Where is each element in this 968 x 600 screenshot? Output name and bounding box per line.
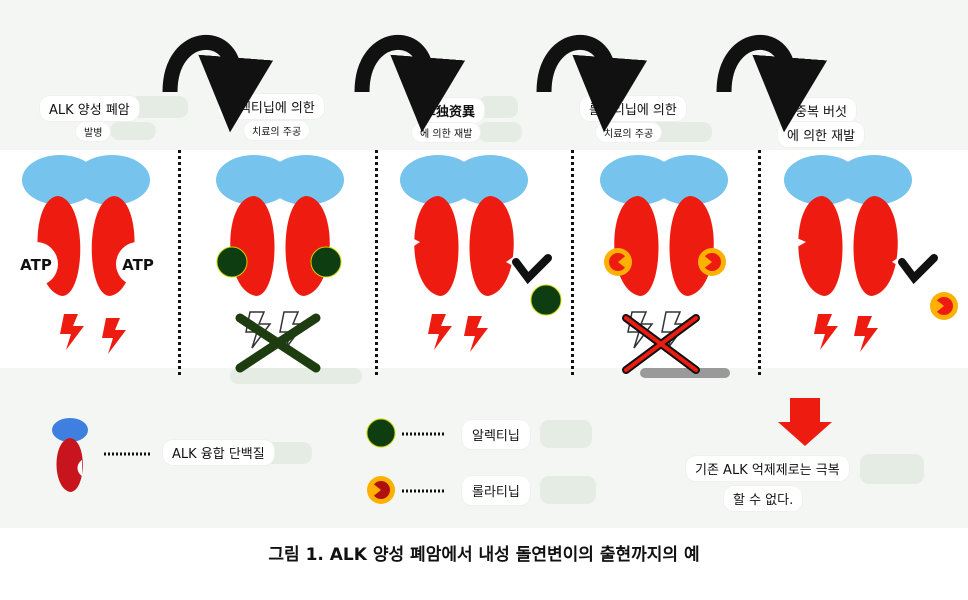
label-shadow — [230, 368, 362, 384]
label-shadow — [860, 454, 924, 484]
down-arrow — [778, 398, 832, 446]
figure-caption: 그림 1. ALK 양성 폐암에서 내성 돌연변이의 출현까지의 예 — [268, 545, 700, 565]
stage-4-protein — [600, 155, 728, 374]
legend-alectinib-label: 알렉티닙 — [462, 420, 530, 449]
stage-divider — [178, 150, 181, 375]
label-shadow — [478, 96, 518, 118]
stage-divider — [758, 150, 761, 375]
atp-label: ATP — [20, 256, 52, 274]
progression-arrow-4 — [716, 35, 828, 133]
progression-arrow-2 — [354, 35, 466, 133]
atp-label: ATP — [122, 256, 154, 274]
legend-fusion-protein-label: ALK 융합 단백질 — [163, 440, 274, 465]
stage-divider — [375, 150, 378, 375]
label-shadow — [262, 442, 312, 464]
label-shadow — [650, 122, 712, 142]
stage-1-subtitle: 발병 — [76, 122, 111, 141]
label-shadow — [478, 122, 522, 142]
legend-lorlatinib-icon — [367, 476, 395, 504]
label-shadow — [110, 122, 156, 140]
conclusion-line-2: 할 수 없다. — [724, 486, 803, 511]
stage-divider — [571, 150, 574, 375]
progression-arrow-1 — [162, 35, 274, 133]
label-shadow — [540, 420, 592, 448]
stage-3-protein — [400, 155, 562, 352]
stage-2-protein — [216, 155, 344, 373]
label-shadow — [640, 368, 730, 378]
legend-lorlatinib-label: 롤라티닙 — [462, 476, 530, 505]
conclusion-line-1: 기존 ALK 억제제로는 극복 — [686, 456, 849, 481]
progression-arrow-3 — [536, 35, 648, 133]
stage-5-protein — [784, 155, 958, 352]
label-shadow — [540, 476, 596, 504]
stage-1-protein: ATP ATP — [14, 155, 160, 354]
stage-1-title: ALK 양성 폐암 — [40, 96, 139, 121]
legend-alectinib-icon — [366, 418, 396, 448]
legend-fusion-protein-icon — [52, 418, 88, 492]
label-shadow — [130, 96, 188, 118]
